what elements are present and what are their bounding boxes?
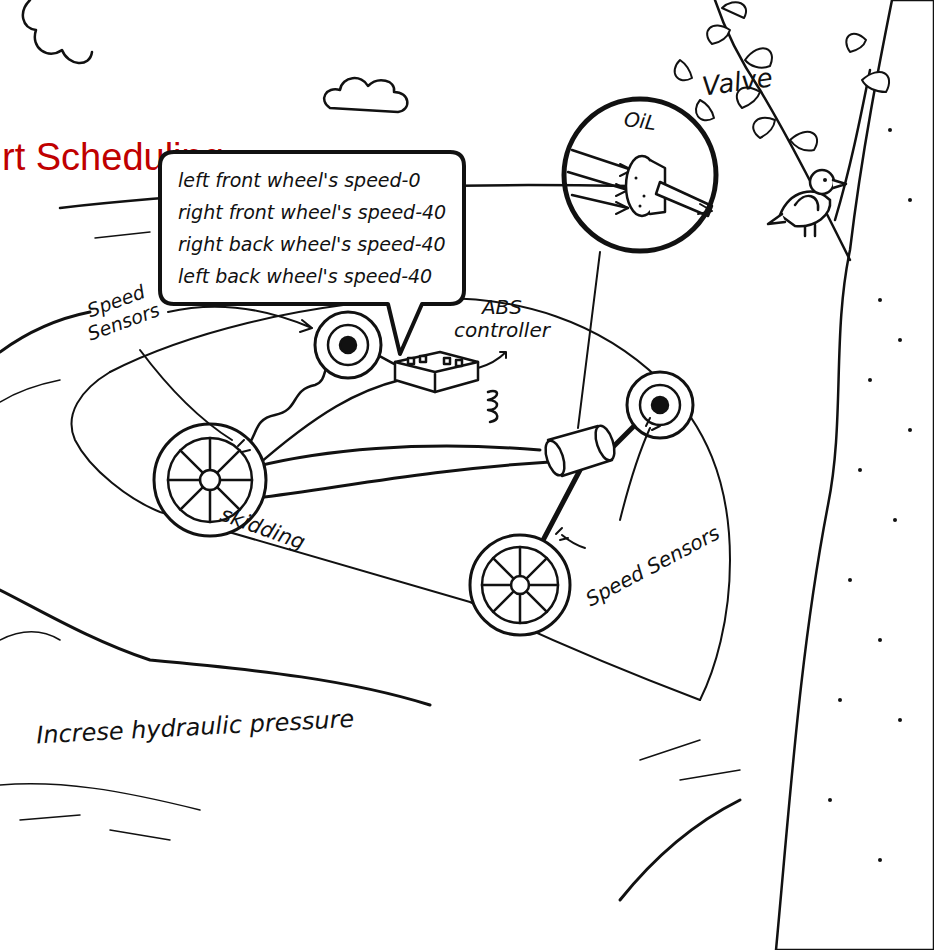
cloud <box>324 78 407 112</box>
abs-controller-device <box>395 352 478 392</box>
sensor-arrow <box>140 350 232 440</box>
pointer-arrow <box>478 352 506 368</box>
cloud <box>23 0 92 63</box>
valve-interior <box>568 150 712 216</box>
sensor-arrow <box>168 307 312 332</box>
speech-callout-box: left front wheel's speed-0right front wh… <box>160 152 464 304</box>
wheel <box>470 535 570 635</box>
callout-line: right front wheel's speed-40 <box>178 196 446 228</box>
controller-label: ABS controller <box>446 296 558 342</box>
bark-texture <box>828 128 912 862</box>
tree-trunk <box>776 0 934 950</box>
bird <box>768 170 846 236</box>
sensor-arrow <box>562 535 585 548</box>
callout-line: right back wheel's speed-40 <box>178 228 446 260</box>
tree-branch <box>835 70 870 220</box>
wind-stroke <box>20 815 170 840</box>
spring <box>488 391 497 422</box>
caption-note: Increse hydraulic pressure <box>36 702 437 750</box>
sensor-arrow <box>620 428 650 520</box>
road-line <box>620 800 740 900</box>
wheel <box>627 372 693 438</box>
leader-line <box>578 252 600 428</box>
valve-cylinder <box>542 423 618 477</box>
car-body <box>110 298 730 700</box>
sensor-label: Speed Sensors <box>67 275 172 349</box>
wheel <box>315 312 381 378</box>
callout-line: left back wheel's speed-40 <box>178 260 446 292</box>
wind-stroke <box>0 784 200 810</box>
wind-stroke <box>0 632 60 640</box>
road-line <box>0 312 90 352</box>
wind-stroke <box>640 740 740 780</box>
wind-stroke <box>0 380 60 402</box>
leaves <box>675 2 889 150</box>
sensor-spark <box>238 418 660 540</box>
brake-line <box>240 462 550 500</box>
sensor-wire <box>252 380 400 470</box>
car-body <box>72 372 700 700</box>
callout-border <box>160 152 464 354</box>
valve-callout-circle: ValveOiL <box>562 97 718 253</box>
road-line <box>0 590 430 705</box>
tree-branch <box>715 0 850 260</box>
circle-border <box>564 99 716 251</box>
sensor-label: Speed Sensors <box>582 516 734 611</box>
callout-line: left front wheel's speed-0 <box>178 164 446 196</box>
inner-label: OiL <box>622 107 657 135</box>
